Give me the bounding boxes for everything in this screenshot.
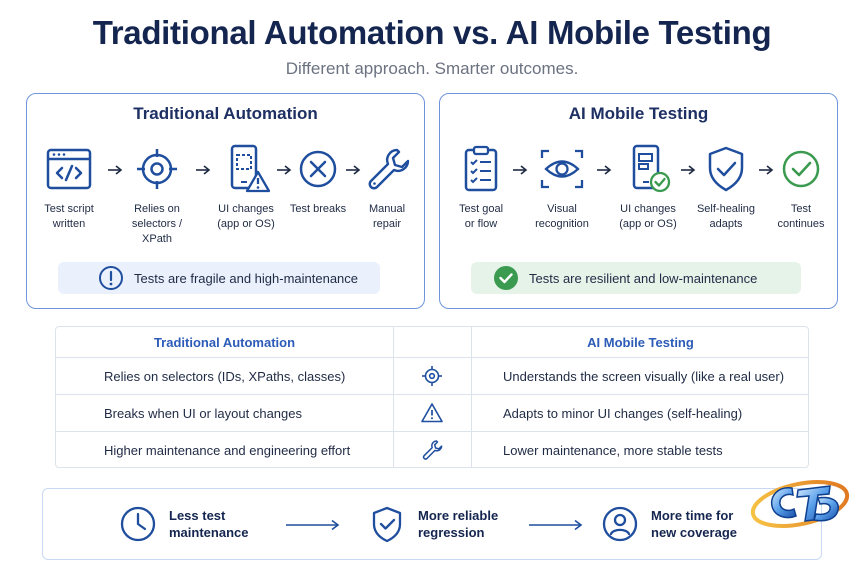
ai-cell: Lower maintenance, more stable tests: [503, 442, 723, 458]
table-header-ai: AI Mobile Testing: [587, 334, 694, 350]
table-row: Higher maintenance and engineering effor…: [56, 431, 808, 468]
benefits-strip: Less test maintenance More reliable regres…: [42, 488, 822, 560]
phone-warning-icon: [230, 144, 270, 193]
step-label-line1: Test goal: [458, 203, 504, 215]
flow-step: Relies on selectors / XPath: [119, 144, 195, 247]
clipboard-checklist-icon: [464, 145, 498, 192]
user-circle-icon: [602, 506, 638, 542]
step-label-line2: selectors / XPath: [131, 218, 183, 245]
traditional-automation-panel: Traditional Automation Test script writte…: [26, 93, 425, 309]
ai-cell: Understands the screen visually (like a …: [503, 368, 785, 384]
traditional-cell: Higher maintenance and engineering effor…: [104, 442, 351, 458]
arrow-right-icon: [759, 165, 774, 175]
benefit-line1: More reliable: [418, 508, 499, 523]
flow-step: Test script written: [31, 144, 107, 232]
step-label-line2: adapts: [709, 218, 743, 230]
panel-title: AI Mobile Testing: [568, 104, 709, 123]
flow-step: Manual repair: [349, 144, 425, 232]
traditional-flow: Test script written Relies on selectors / …: [27, 144, 425, 247]
flow-step: Visual recognition: [524, 144, 600, 232]
wrench-icon: [422, 440, 443, 460]
crosshair-icon: [137, 149, 177, 189]
step-label-line1: Test breaks: [289, 203, 347, 215]
arrow-right-icon: [196, 165, 211, 175]
step-label-line1: Manual: [368, 203, 406, 215]
eye-scan-icon: [540, 149, 584, 189]
row-icon-cell: [421, 432, 443, 468]
flow-step: Self-healing adapts: [688, 144, 764, 232]
ai-flow: Test goal or flow Visual recognition: [440, 144, 837, 244]
code-window-icon: [46, 148, 92, 190]
arrow-right-icon: [277, 165, 292, 175]
warning-triangle-icon: [421, 403, 443, 423]
table-header-row: Traditional Automation AI Mobile Testing: [56, 327, 808, 357]
crosshair-icon: [422, 366, 442, 386]
exclamation-circle-icon: [99, 266, 123, 290]
comparison-table: Traditional Automation AI Mobile Testing…: [55, 326, 809, 468]
shield-check-icon: [708, 146, 744, 192]
benefit-line2: regression: [418, 525, 485, 540]
fragile-callout: Tests are fragile and high-maintenance: [58, 262, 380, 294]
arrow-right-icon: [108, 165, 123, 175]
step-label-line1: UI changes: [620, 203, 676, 215]
arrow-right-icon: [346, 165, 361, 175]
arrow-right-icon: [513, 165, 528, 175]
step-label-line1: Test script: [44, 203, 94, 215]
step-label-line2: repair: [372, 218, 402, 230]
check-circle-icon: [782, 150, 820, 188]
ai-cell: Adapts to minor UI changes (self-healing…: [503, 405, 743, 421]
step-label-line2: (app or OS): [619, 218, 677, 230]
benefit-line1: More time for: [651, 508, 734, 523]
callout-text: Tests are fragile and high-maintenance: [134, 270, 359, 286]
benefit-line2: new coverage: [651, 525, 737, 540]
table-header-traditional: Traditional Automation: [153, 334, 296, 350]
table-divider: [471, 327, 472, 467]
table-divider: [393, 327, 394, 467]
x-circle-icon: [299, 150, 337, 188]
traditional-cell: Breaks when UI or layout changes: [104, 405, 302, 421]
resilient-callout: Tests are resilient and low-maintenance: [471, 262, 801, 294]
step-label-line1: Relies on: [134, 203, 180, 215]
check-badge-icon: [494, 266, 518, 290]
step-label-line2: written: [52, 218, 86, 230]
benefit-line1: Less test: [169, 508, 226, 523]
panel-title: Traditional Automation: [133, 104, 318, 123]
benefit-line2: maintenance: [169, 525, 249, 540]
page-title: Traditional Automation vs. AI Mobile Tes…: [92, 14, 772, 51]
row-icon-cell: [421, 358, 443, 394]
row-icon-cell: [421, 395, 443, 431]
arrow-right-icon: [286, 519, 340, 531]
phone-check-icon: [632, 144, 671, 193]
callout-text: Tests are resilient and low-maintenance: [529, 270, 758, 286]
step-label-line2: continues: [777, 218, 825, 230]
step-label-line2: or flow: [464, 218, 498, 230]
step-label-line1: Test: [790, 203, 812, 215]
benefit-item: Less test maintenance: [119, 489, 279, 559]
wrench-icon: [368, 148, 410, 190]
flow-step: UI changes (app or OS): [208, 144, 284, 232]
table-row: Breaks when UI or layout changes Adapts …: [56, 394, 808, 431]
flow-step: UI changes (app or OS): [610, 144, 686, 232]
step-label-line2: recognition: [535, 218, 589, 230]
arrow-right-icon: [529, 519, 583, 531]
clock-icon: [120, 506, 156, 542]
benefit-item: More reliable regression: [368, 489, 528, 559]
step-label-line1: Self-healing: [696, 203, 756, 215]
step-label-line2: (app or OS): [217, 218, 275, 230]
traditional-cell: Relies on selectors (IDs, XPaths, classe…: [104, 368, 346, 384]
step-label-line1: Visual: [547, 203, 577, 215]
benefit-item: More time for new coverage: [601, 489, 761, 559]
flow-step: Test continues: [763, 144, 839, 232]
shield-check-icon: [372, 506, 402, 543]
page-subtitle: Different approach. Smarter outcomes.: [285, 59, 579, 78]
flow-step: Test breaks: [280, 144, 356, 217]
arrow-right-icon: [681, 165, 696, 175]
step-label-line1: UI changes: [218, 203, 274, 215]
arrow-right-icon: [597, 165, 612, 175]
table-row: Relies on selectors (IDs, XPaths, classe…: [56, 357, 808, 394]
brand-logo: [750, 480, 850, 528]
flow-step: Test goal or flow: [443, 144, 519, 232]
